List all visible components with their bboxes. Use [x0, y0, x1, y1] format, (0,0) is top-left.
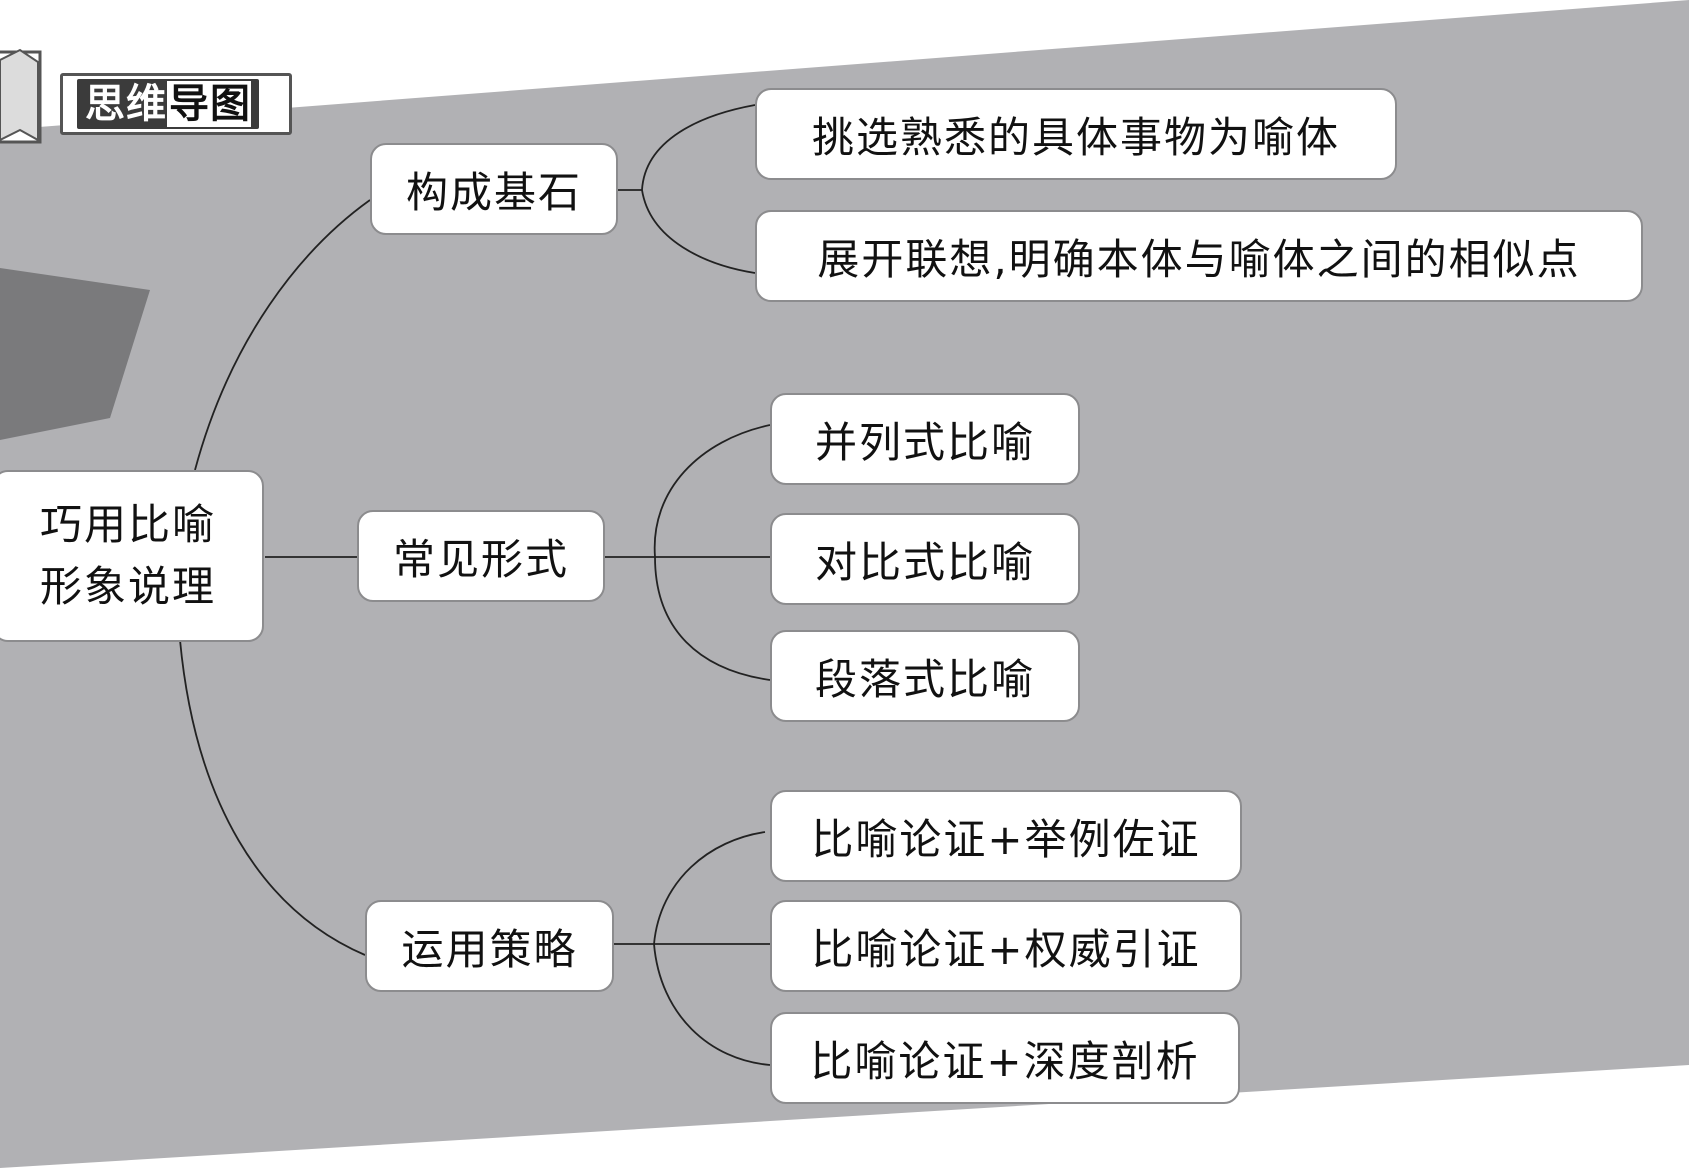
connector-b1-c2 — [641, 189, 756, 274]
badge-label-inverse: 思维 — [85, 81, 167, 127]
leaf-node-foundation-1: 挑选熟悉的具体事物为喻体 — [755, 88, 1397, 180]
dark-gray-shape — [0, 268, 150, 440]
branch-node-forms: 常见形式 — [357, 510, 605, 602]
book-icon — [0, 48, 42, 144]
root-node: 巧用比喻 形象说理 — [0, 470, 264, 642]
branch-node-strategies: 运用策略 — [365, 900, 614, 992]
leaf-node-strategy-3: 比喻论证+深度剖析 — [770, 1012, 1240, 1104]
leaf-node-form-1: 并列式比喻 — [770, 393, 1080, 485]
leaf-node-foundation-2: 展开联想,明确本体与喻体之间的相似点 — [755, 210, 1643, 302]
connector-b1-c1 — [641, 104, 756, 191]
badge-label: 思维导图 — [77, 79, 259, 129]
connector-root-branch1 — [194, 199, 371, 471]
branch-node-foundation: 构成基石 — [370, 143, 618, 235]
root-line-1: 巧用比喻 — [39, 500, 216, 549]
connector-b3-c1 — [653, 831, 766, 945]
connector-b3-c3 — [653, 943, 771, 1066]
mind-map-badge: 思维导图 — [60, 73, 292, 135]
connector-lines — [179, 104, 771, 1066]
connector-b2-c3 — [654, 556, 771, 681]
leaf-node-form-2: 对比式比喻 — [770, 513, 1080, 605]
leaf-node-form-3: 段落式比喻 — [770, 630, 1080, 722]
connector-b2-c1 — [653, 424, 771, 558]
root-line-2: 形象说理 — [39, 562, 216, 611]
connector-root-branch3 — [179, 639, 366, 956]
leaf-node-strategy-2: 比喻论证+权威引证 — [770, 900, 1242, 992]
leaf-node-strategy-1: 比喻论证+举例佐证 — [770, 790, 1242, 882]
badge-label-plain: 导图 — [167, 81, 251, 127]
